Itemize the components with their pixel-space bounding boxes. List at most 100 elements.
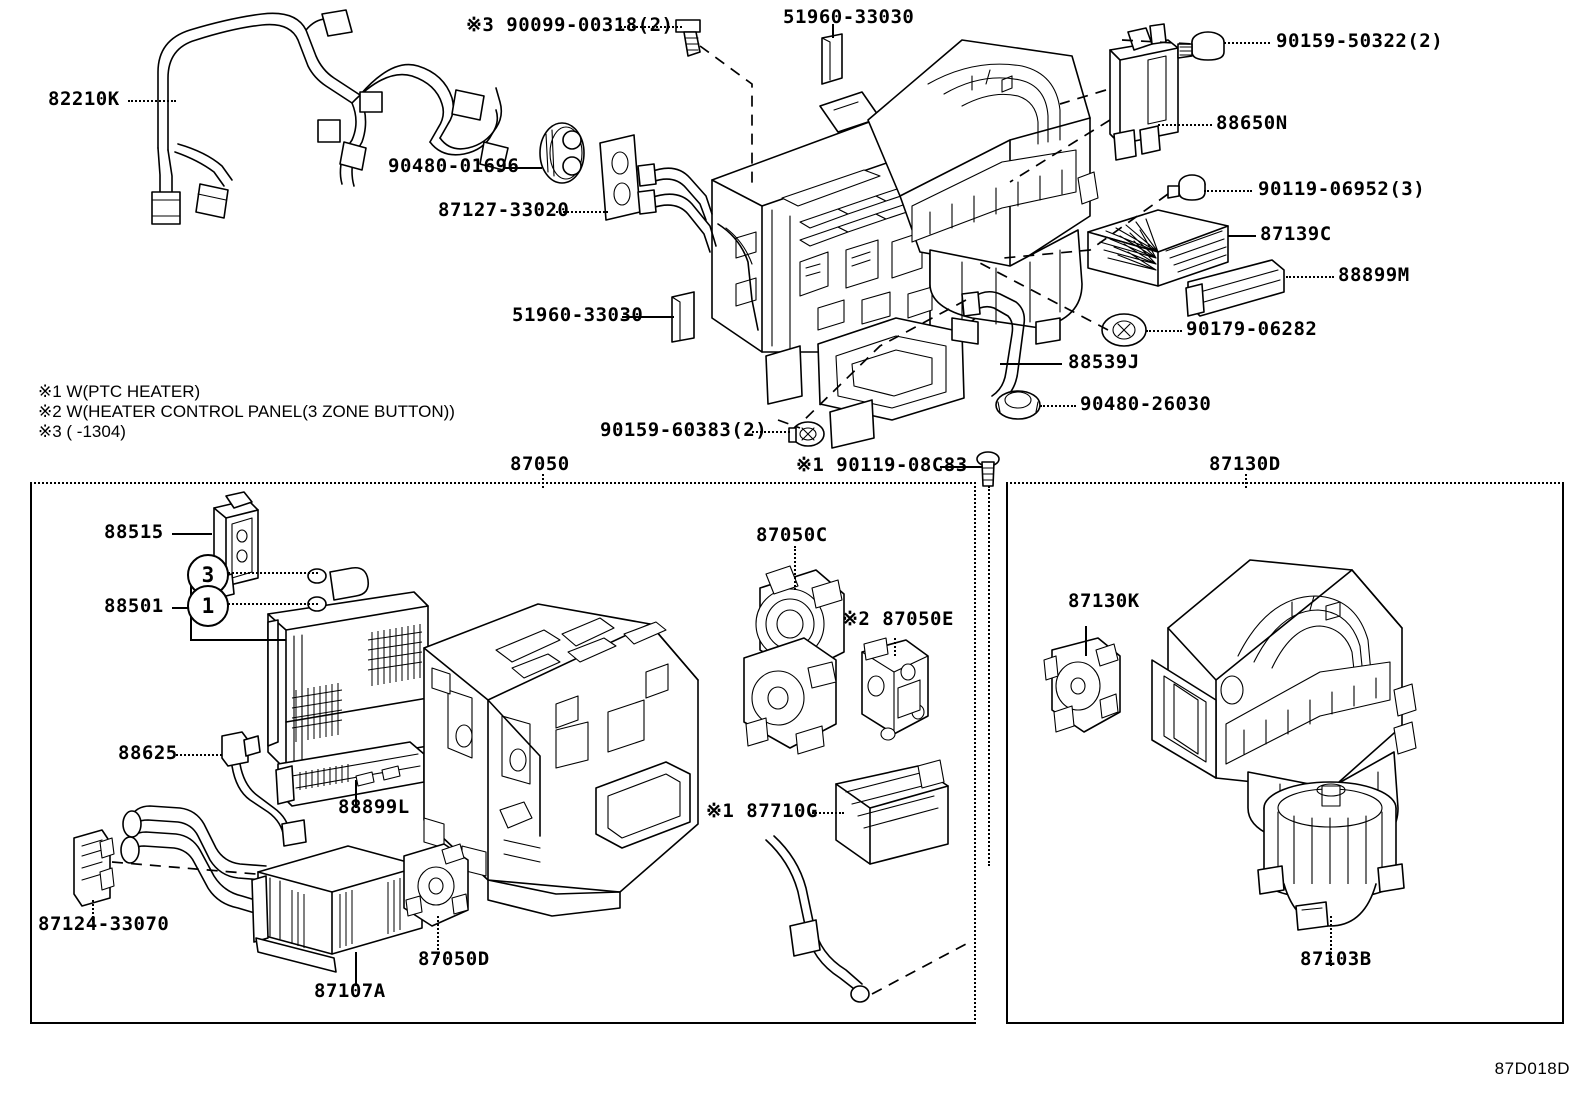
- label-88650N: 88650N: [1216, 112, 1288, 134]
- servo-87130K-illustration: [1043, 637, 1121, 733]
- label-88501: 88501: [104, 595, 164, 617]
- diagram-notes: ※1 W(PTC HEATER) ※2 W(HEATER CONTROL PAN…: [38, 382, 455, 442]
- label-87130D-group: 87130D: [1209, 453, 1281, 475]
- leader-88539J: [1000, 363, 1062, 365]
- label-87107A: 87107A: [314, 980, 386, 1002]
- label-90119-06952: 90119-06952(3): [1258, 178, 1426, 200]
- label-90099-00318: ※3 90099-00318(2): [466, 14, 674, 36]
- label-87124-33070: 87124-33070: [38, 913, 170, 935]
- leader-51960-top: [832, 24, 834, 38]
- leader-87130D-group: [1245, 474, 1247, 488]
- leader-88501-bracket-h: [190, 639, 286, 641]
- panel-wire-harness-illustration: [765, 835, 870, 1003]
- label-90480-26030: 90480-26030: [1080, 393, 1212, 415]
- leader-88899L: [355, 780, 357, 808]
- assembly-dash-1: [699, 45, 753, 186]
- screw-90119-06952-illustration: [1167, 174, 1206, 201]
- assembly-dash-4: [1003, 193, 1169, 259]
- heater-core-87107A-illustration: [120, 805, 423, 973]
- leader-90099: [620, 26, 682, 28]
- drain-hose-88539J-illustration: [961, 290, 1026, 403]
- diagram-id-code: 87D018D: [1494, 1059, 1570, 1078]
- leader-87130K: [1085, 626, 1087, 656]
- label-87710G: ※1 87710G: [706, 800, 818, 822]
- leader-90179-06282: [1146, 330, 1182, 332]
- damper-51960-mid-illustration: [671, 291, 695, 343]
- label-88899L: 88899L: [338, 796, 410, 818]
- leader-90119-08C83: [940, 466, 982, 468]
- leader-87710G: [812, 812, 844, 814]
- assembly-dash-3: [1009, 119, 1111, 183]
- clamp-87124-33070-illustration: [73, 829, 115, 907]
- leader-90480-01696: [504, 167, 542, 169]
- leader-88650N: [1158, 124, 1212, 126]
- label-87050E: ※2 87050E: [842, 608, 954, 630]
- servo-87050C-illustration: [743, 565, 845, 755]
- label-87050C: 87050C: [756, 524, 828, 546]
- label-88899M: 88899M: [1338, 264, 1410, 286]
- leader-87050D: [437, 916, 439, 958]
- leader-90159-50322: [1224, 42, 1270, 44]
- leader-88501: [172, 607, 190, 609]
- damper-51960-top-illustration: [821, 33, 843, 85]
- amplifier-88650N-illustration: [1109, 23, 1179, 161]
- seal-87127-33020-illustration: [599, 134, 641, 221]
- label-87103B: 87103B: [1300, 948, 1372, 970]
- servo-87050D-illustration: [403, 843, 469, 927]
- label-87050-group: 87050: [510, 453, 570, 475]
- label-90179-06282: 90179-06282: [1186, 318, 1318, 340]
- label-82210K: 82210K: [48, 88, 120, 110]
- wire-harness-illustration: [151, 9, 509, 225]
- blower-motor-87103B-illustration: [1257, 781, 1405, 931]
- grommet-90480-01696-illustration: [539, 122, 585, 184]
- label-88515: 88515: [104, 521, 164, 543]
- cabin-filter-87139C-illustration: [1087, 209, 1229, 287]
- servo-87050E-illustration: [861, 637, 929, 741]
- leader-88515: [172, 533, 212, 535]
- leader-90119-08C83-down: [988, 486, 990, 866]
- label-51960-33030-top: 51960-33030: [783, 6, 915, 28]
- grommet-90480-26030-illustration: [995, 390, 1041, 420]
- screw-90159-50322-illustration: [1177, 31, 1225, 61]
- group-box-87050: [30, 482, 976, 1024]
- leader-index-3: [228, 572, 318, 574]
- clip-90179-06282-illustration: [1101, 313, 1147, 347]
- leader-90480-26030: [1040, 405, 1076, 407]
- filter-cover-88899M-illustration: [1185, 259, 1285, 317]
- bolt-90099-00318-illustration: [675, 19, 701, 57]
- label-87127-33020: 87127-33020: [438, 199, 570, 221]
- leader-51960-mid: [622, 316, 674, 318]
- label-90159-50322: 90159-50322(2): [1276, 30, 1444, 52]
- leader-87124: [92, 900, 94, 922]
- blower-housing-illustration: [867, 39, 1099, 345]
- bolt-90119-08C83-illustration: [976, 451, 1000, 487]
- leader-88899M: [1286, 276, 1334, 278]
- assembly-dash-8: [777, 419, 801, 429]
- leader-87050-group: [542, 474, 544, 488]
- leader-87050E: [894, 638, 896, 656]
- evap-cover-88899L-illustration: [275, 741, 425, 807]
- leader-90159-60383: [752, 431, 790, 433]
- label-90159-60383: 90159-60383(2): [600, 419, 768, 441]
- note-2: ※2 W(HEATER CONTROL PANEL(3 ZONE BUTTON)…: [38, 402, 455, 421]
- label-88625: 88625: [118, 742, 178, 764]
- note-3: ※3 ( -1304): [38, 422, 126, 441]
- assembly-dash-2: [1059, 89, 1107, 105]
- assembly-dash-5: [977, 261, 1109, 331]
- screw-90159-60383-illustration: [788, 421, 825, 447]
- index-number-1: 1: [187, 585, 229, 627]
- leader-88625: [176, 754, 222, 756]
- leader-87107A: [355, 952, 357, 986]
- label-87050D: 87050D: [418, 948, 490, 970]
- label-90119-08C83: ※1 90119-08C83: [796, 454, 968, 476]
- leader-index-1: [228, 603, 318, 605]
- leader-90119-06952: [1204, 190, 1252, 192]
- evaporator-88501-illustration: [267, 566, 429, 771]
- group-box-87130D: [1006, 482, 1564, 1024]
- leader-87139C: [1228, 235, 1256, 237]
- label-87130K: 87130K: [1068, 590, 1140, 612]
- heater-case-87050-illustration: [423, 603, 699, 917]
- label-87139C: 87139C: [1260, 223, 1332, 245]
